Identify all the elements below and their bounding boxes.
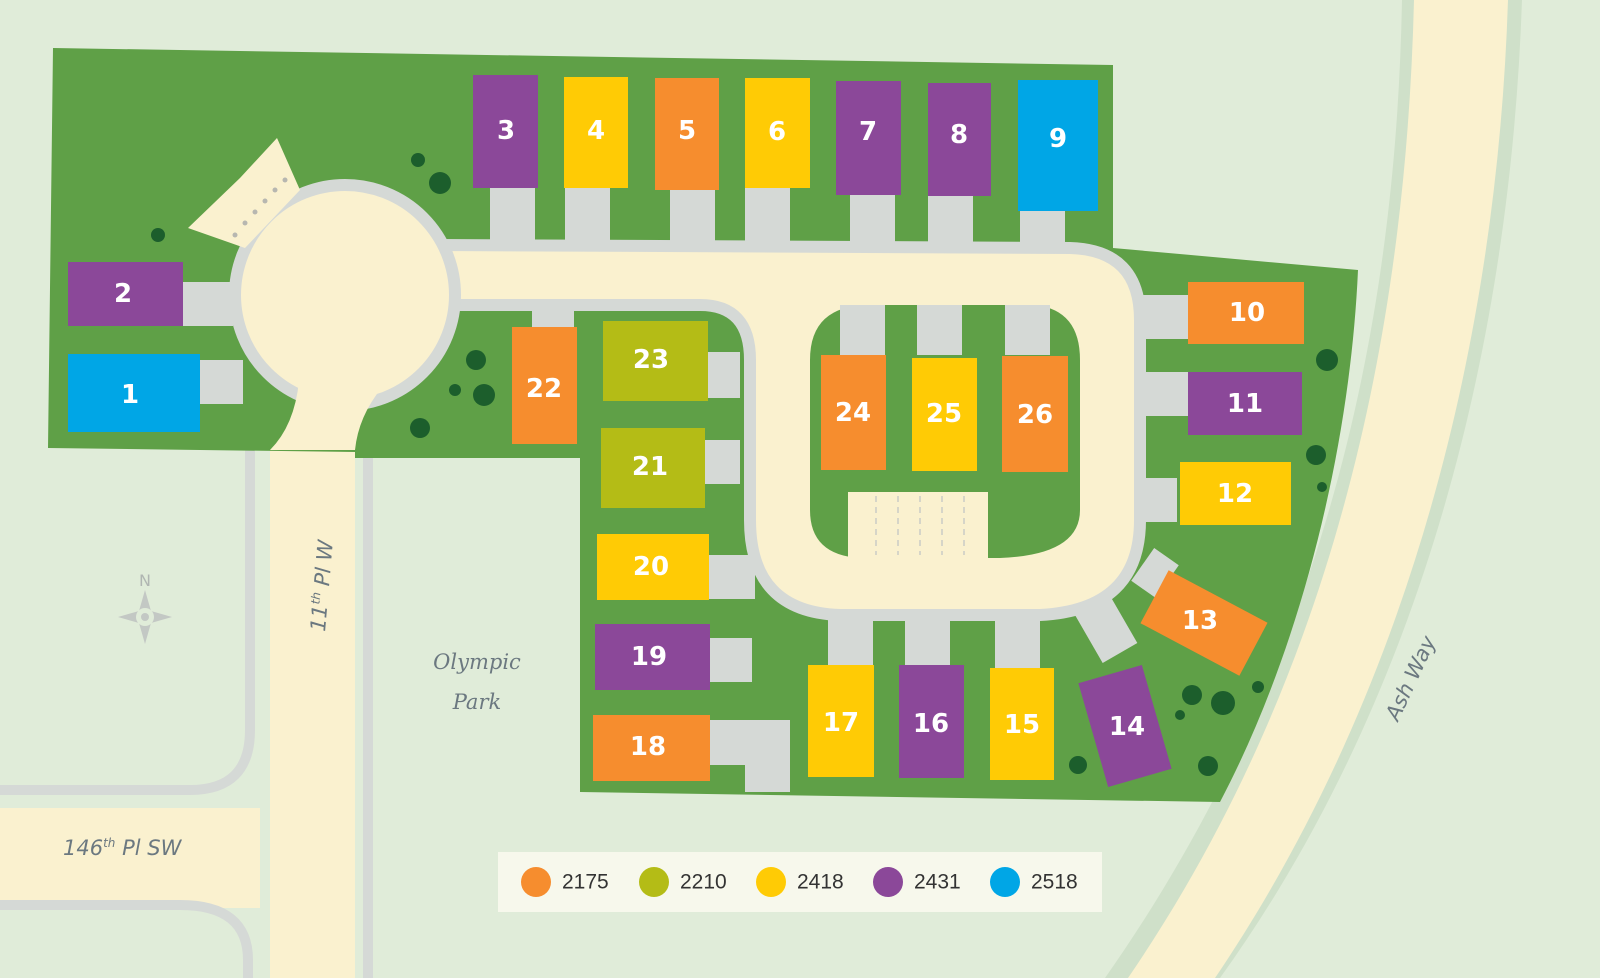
lot-number: 11 — [1227, 389, 1263, 419]
lot-2[interactable]: 2 — [68, 262, 183, 326]
legend-item-2210: 2210 — [639, 867, 727, 897]
lot-12[interactable]: 12 — [1180, 462, 1291, 525]
lot-19[interactable]: 19 — [595, 624, 710, 690]
lot-number: 13 — [1182, 606, 1218, 636]
lot-25[interactable]: 25 — [912, 358, 977, 471]
street-label-146th-pl-sw: 146th Pl SW — [63, 836, 183, 860]
compass-north-label: N — [139, 571, 151, 590]
146th-pl-sw-road — [0, 440, 260, 978]
lot-22[interactable]: 22 — [512, 327, 577, 444]
lot-14[interactable]: 14 — [1078, 664, 1172, 788]
lot-6[interactable]: 6 — [745, 78, 810, 188]
lot-number: 8 — [950, 120, 968, 150]
trees — [151, 153, 1338, 776]
lot-21[interactable]: 21 — [601, 428, 705, 508]
olympic-park-label: Olympic Park — [433, 650, 521, 714]
lot-number: 22 — [526, 374, 562, 404]
legend-label: 2518 — [1031, 871, 1078, 894]
cul-de-sac — [188, 138, 461, 450]
lot-17[interactable]: 17 — [808, 665, 874, 777]
legend-label: 2431 — [914, 871, 961, 894]
lot-number: 18 — [630, 732, 666, 762]
parking-stripes — [875, 496, 965, 555]
ash-way-road — [1105, 0, 1522, 978]
street-label-11th-pl-w: 11th Pl W — [306, 538, 338, 633]
lot-number: 1 — [121, 380, 139, 410]
lot-11[interactable]: 11 — [1188, 372, 1302, 435]
lot-26[interactable]: 26 — [1002, 356, 1068, 472]
compass-rose-icon: N — [118, 571, 172, 644]
lot-15[interactable]: 15 — [990, 668, 1054, 780]
driveways — [183, 187, 1192, 792]
legend-label: 2175 — [562, 871, 609, 894]
legend-item-2431: 2431 — [873, 867, 961, 897]
lot-4[interactable]: 4 — [564, 77, 628, 188]
lot-number: 7 — [859, 117, 877, 147]
lot-number: 16 — [913, 709, 949, 739]
lot-number: 21 — [632, 452, 668, 482]
lot-7[interactable]: 7 — [836, 81, 901, 195]
lot-9[interactable]: 9 — [1018, 80, 1098, 211]
park-label-line2: Park — [452, 690, 501, 714]
lot-number: 5 — [678, 116, 696, 146]
lot-number: 20 — [633, 552, 669, 582]
lot-number: 10 — [1229, 298, 1265, 328]
lot-10[interactable]: 10 — [1188, 282, 1304, 344]
lot-24[interactable]: 24 — [821, 355, 886, 470]
lot-16[interactable]: 16 — [899, 665, 964, 778]
lot-20[interactable]: 20 — [597, 534, 709, 600]
lot-number: 17 — [823, 708, 859, 738]
lot-number: 24 — [835, 398, 871, 428]
home-lots: 1 2 3 4 5 6 7 8 9 10 11 12 13 14 15 16 1… — [68, 75, 1304, 788]
lot-number: 2 — [114, 279, 132, 309]
lot-number: 3 — [497, 116, 515, 146]
lot-3[interactable]: 3 — [473, 75, 538, 188]
legend-label: 2210 — [680, 871, 727, 894]
lot-18[interactable]: 18 — [593, 715, 710, 781]
lot-number: 12 — [1217, 479, 1253, 509]
legend-item-2175: 2175 — [521, 867, 609, 897]
lot-number: 4 — [587, 116, 605, 146]
lot-8[interactable]: 8 — [928, 83, 991, 196]
lot-23[interactable]: 23 — [603, 321, 708, 401]
lot-number: 26 — [1017, 400, 1053, 430]
lot-number: 15 — [1004, 710, 1040, 740]
legend: 2175 2210 2418 2431 2518 — [498, 852, 1102, 912]
footpath-dots — [232, 177, 288, 238]
lot-number: 14 — [1109, 712, 1145, 742]
legend-item-2418: 2418 — [756, 867, 844, 897]
lot-1[interactable]: 1 — [68, 354, 200, 432]
park-label-line1: Olympic — [433, 650, 521, 674]
lot-number: 9 — [1049, 124, 1067, 154]
11th-pl-w-road — [270, 380, 373, 978]
legend-item-2518: 2518 — [990, 867, 1078, 897]
lot-5[interactable]: 5 — [655, 78, 719, 190]
lot-number: 19 — [631, 642, 667, 672]
lot-number: 25 — [926, 399, 962, 429]
lot-number: 6 — [768, 117, 786, 147]
lot-13[interactable]: 13 — [1140, 570, 1268, 676]
lot-number: 23 — [633, 345, 669, 375]
legend-label: 2418 — [797, 871, 844, 894]
